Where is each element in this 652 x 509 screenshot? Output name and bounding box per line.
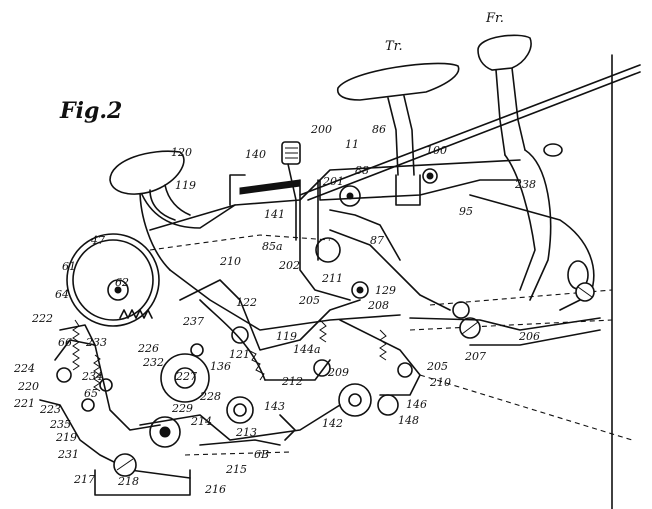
- label-223: 223: [39, 403, 61, 416]
- label-141: 141: [264, 208, 285, 221]
- knob-fr: Fr.: [477, 11, 552, 301]
- right-lever: [469, 143, 595, 311]
- knob-120: [109, 150, 191, 221]
- label-146: 146: [406, 398, 427, 411]
- label-144a: 144a: [293, 343, 321, 356]
- label-217: 217: [73, 473, 95, 486]
- label-120: 120: [171, 146, 192, 159]
- label-214: 214: [190, 415, 212, 428]
- label-218: 218: [117, 475, 139, 488]
- label-222: 222: [31, 312, 53, 325]
- label-202: 202: [278, 259, 300, 272]
- label-231: 231: [57, 448, 79, 461]
- left-lower-mechanism: [39, 319, 191, 496]
- label-122: 122: [236, 296, 257, 309]
- label-211: 211: [321, 272, 343, 285]
- center-discs: [139, 326, 399, 456]
- label-237: 237: [182, 315, 204, 328]
- label-136: 136: [210, 360, 231, 373]
- label-62: 62: [115, 276, 129, 289]
- label-86: 86: [372, 123, 386, 136]
- knob-fr-label: Fr.: [485, 11, 504, 26]
- label-119-b: 119: [276, 330, 297, 343]
- label-220: 220: [17, 380, 39, 393]
- label-66: 66: [58, 336, 72, 349]
- label-47: 47: [90, 234, 105, 247]
- label-226: 226: [137, 342, 159, 355]
- label-201: 201: [322, 175, 344, 188]
- label-119: 119: [175, 179, 196, 192]
- label-64: 64: [55, 288, 69, 301]
- label-140: 140: [245, 148, 266, 161]
- label-238: 238: [514, 178, 536, 191]
- label-11: 11: [345, 138, 359, 151]
- label-232: 232: [142, 356, 164, 369]
- label-205-b: 205: [426, 360, 448, 373]
- label-206: 206: [518, 330, 540, 343]
- label-212: 212: [281, 375, 303, 388]
- label-200: 200: [310, 123, 332, 136]
- label-228: 228: [199, 390, 221, 403]
- label-85a: 85a: [262, 240, 283, 253]
- label-148: 148: [398, 414, 419, 427]
- label-129: 129: [375, 284, 396, 297]
- label-121: 121: [229, 348, 250, 361]
- label-235: 235: [49, 418, 71, 431]
- label-215: 215: [225, 463, 247, 476]
- label-233: 233: [85, 336, 107, 349]
- label-205-a: 205: [298, 294, 320, 307]
- label-227: 227: [175, 370, 197, 383]
- label-95: 95: [459, 205, 473, 218]
- label-88: 88: [355, 164, 369, 177]
- disc-47: [66, 233, 160, 327]
- label-216: 216: [204, 483, 226, 496]
- label-65: 65: [84, 387, 98, 400]
- label-229: 229: [171, 402, 193, 415]
- label-210-b: 210: [429, 376, 451, 389]
- label-6B: 6B: [254, 448, 269, 461]
- label-210-a: 210: [219, 255, 241, 268]
- label-208: 208: [367, 299, 389, 312]
- label-221: 221: [13, 397, 35, 410]
- knob-tr: Tr.: [336, 39, 460, 206]
- label-234: 234: [81, 370, 103, 383]
- label-100: 100: [426, 144, 447, 157]
- label-143: 143: [264, 400, 285, 413]
- label-219: 219: [55, 431, 77, 444]
- figure-title: Fig.2: [59, 98, 122, 124]
- knob-tr-label: Tr.: [385, 39, 403, 54]
- label-213: 213: [235, 426, 257, 439]
- label-224: 224: [13, 362, 35, 375]
- pin-140: [239, 141, 301, 241]
- central-arms: [179, 168, 601, 396]
- label-207: 207: [464, 350, 486, 363]
- reference-numerals: 120 119 47 61 62 64 222 66 233 224 220 2…: [13, 123, 540, 496]
- label-142: 142: [322, 417, 343, 430]
- label-87: 87: [370, 234, 384, 247]
- label-209: 209: [327, 366, 349, 379]
- label-61: 61: [62, 260, 76, 273]
